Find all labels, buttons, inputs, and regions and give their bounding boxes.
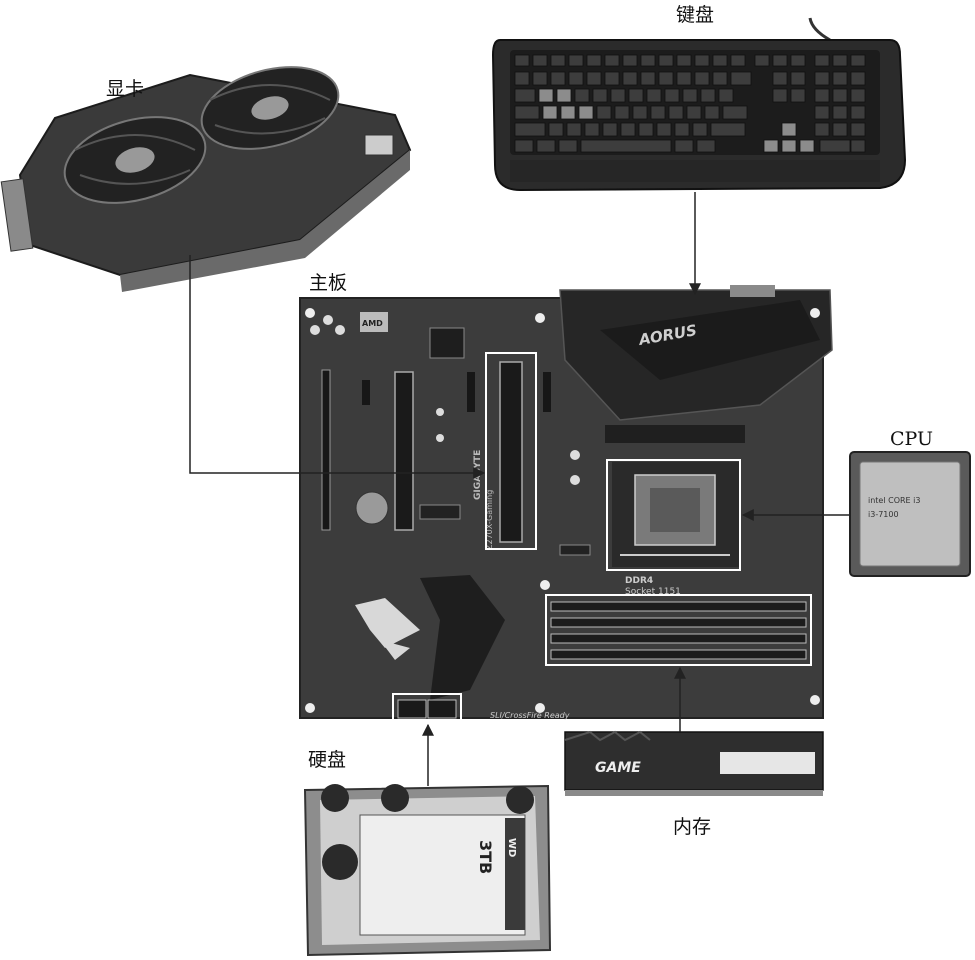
graphics-card-label: 显卡 (106, 78, 145, 100)
socket-text: Socket 1151 (625, 587, 681, 597)
cpu-image: intel CORE i3 i3-7100 (849, 451, 971, 577)
model-text: Z270X-Gaming (485, 490, 494, 550)
memory-brand: GAME (595, 760, 641, 776)
keyboard-label: 键盘 (676, 4, 715, 26)
graphics-card-image (0, 66, 412, 292)
gigabyte-text: GIGABYTE (473, 450, 483, 500)
cpu-label: CPU (890, 428, 934, 450)
keyboard-image (491, 17, 907, 192)
hdd-capacity: 3TB (476, 840, 495, 874)
cpu-text-line2: i3-7100 (868, 510, 899, 519)
cpu-socket-highlight (606, 459, 741, 571)
memory-image: GAME (564, 730, 824, 796)
keyboard-keys (514, 54, 866, 153)
ready-text: SLI/CrossFire Ready (490, 711, 570, 720)
hdd-brand: WD (506, 838, 517, 857)
ddr4-text: DDR4 (625, 576, 653, 586)
motherboard-image: AORUS AMD GIGABYTE Z270X-Gaming DDR4 Soc… (299, 285, 833, 720)
cpu-text-line1: intel CORE i3 (868, 496, 920, 505)
dimm-slot-highlight (545, 594, 812, 666)
hard-disk-label: 硬盘 (308, 749, 347, 771)
hard-disk-image: 3TB WD (303, 784, 552, 957)
memory-label: 内存 (673, 816, 712, 838)
motherboard-label: 主板 (309, 272, 348, 294)
graphics-card-arrow (189, 255, 486, 479)
pcie-slot-highlight (485, 352, 537, 550)
sata-port-highlight (392, 693, 462, 723)
amd-logo: AMD (362, 319, 383, 328)
